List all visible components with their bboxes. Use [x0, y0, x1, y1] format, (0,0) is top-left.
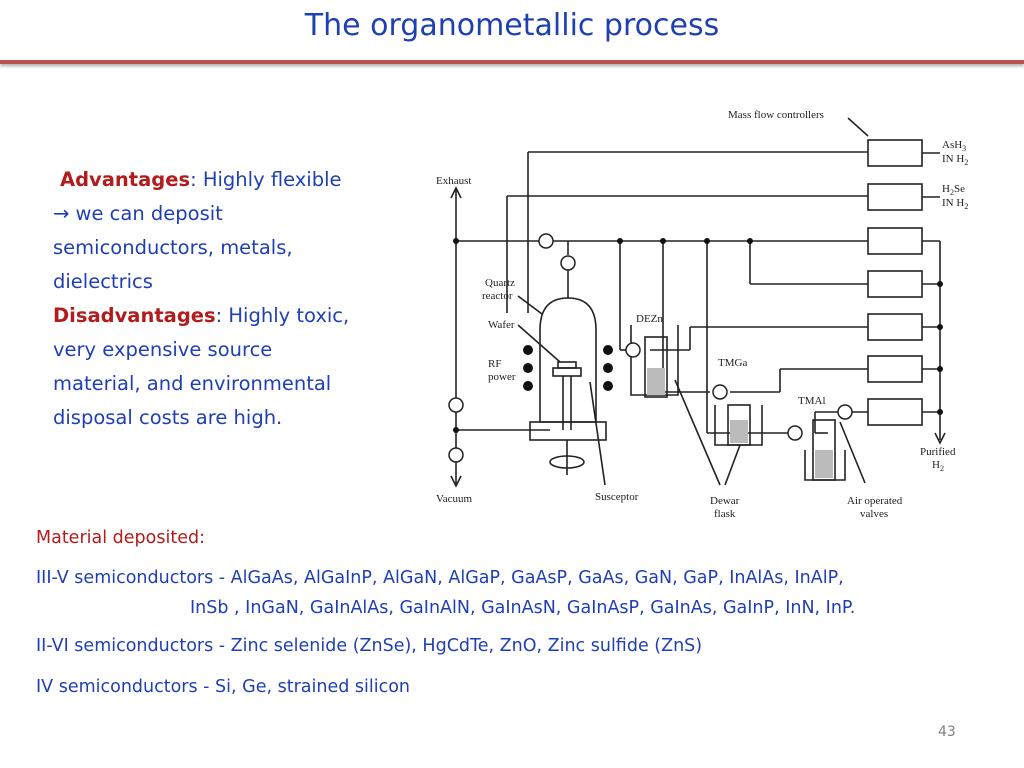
advantages-line-3: semiconductors, metals,	[53, 236, 293, 259]
reactor-base	[529, 421, 607, 441]
mocvd-diagram: Mass flow controllers AsH3 IN H2 H2Se IN…	[436, 109, 968, 520]
wafer-holder	[552, 367, 582, 377]
valve-8	[448, 447, 464, 463]
label-rf-2: power	[488, 371, 516, 383]
label-dewar-1: Dewar	[710, 495, 740, 507]
label-air-1: Air operated	[847, 495, 903, 507]
label-h2se: H2Se	[942, 183, 965, 197]
disadvantages-label: Disadvantages	[53, 304, 216, 327]
mfc-4	[867, 270, 923, 298]
label-rf-1: RF	[488, 358, 501, 370]
valve-3	[625, 342, 641, 358]
valve-4	[712, 384, 728, 400]
advantages-label: Advantages	[60, 168, 191, 191]
label-wafer: Wafer	[488, 319, 515, 331]
label-dezn: DEZn	[636, 313, 663, 325]
label-ash3-in: IN H2	[942, 153, 968, 167]
advantages-line-1: Advantages: Highly flexible	[53, 163, 398, 197]
bubbler-tmal	[812, 419, 836, 481]
slide-title: The organometallic process	[304, 8, 720, 43]
disadvantages-text-1: : Highly toxic,	[215, 304, 350, 327]
disadvantages-line-4: disposal costs are high.	[53, 406, 283, 429]
label-exhaust: Exhaust	[436, 175, 471, 187]
mfc-5	[867, 313, 923, 341]
label-purified-2: H2	[932, 459, 944, 473]
iii-v-line-2: InSb , InGaN, GaInAlAs, GaInAlN, GaInAsN…	[190, 598, 856, 618]
disadvantages-line-3: material, and environmental	[53, 372, 332, 395]
mfc-1	[867, 139, 923, 167]
pros-cons-text: Advantages: Highly flexible → we can dep…	[53, 163, 398, 435]
label-tmal: TMAl	[798, 395, 826, 407]
mfc-2	[867, 183, 923, 211]
label-dewar-2: flask	[714, 508, 736, 520]
disadvantages-line-1: Disadvantages: Highly toxic,	[53, 299, 398, 333]
exhaust-arrow	[450, 186, 462, 199]
advantages-text-1: : Highly flexible	[190, 168, 342, 191]
bubbler-tmga	[727, 404, 751, 446]
vacuum-arrow	[450, 475, 462, 488]
bubbler-dezn	[644, 336, 668, 398]
valve-2	[560, 255, 576, 271]
materials-heading: Material deposited:	[36, 528, 205, 548]
wafer	[557, 361, 577, 369]
label-quartz-2: reactor	[482, 290, 513, 302]
iv-line: IV semiconductors - Si, Ge, strained sil…	[36, 677, 411, 697]
label-mass-flow: Mass flow controllers	[728, 109, 824, 121]
label-susceptor: Susceptor	[595, 491, 639, 503]
label-vacuum: Vacuum	[436, 493, 472, 505]
iii-v-line-1: III-V semiconductors - AlGaAs, AlGaInP, …	[36, 568, 844, 588]
disadvantages-line-2: very expensive source	[53, 338, 273, 361]
mfc-7	[867, 398, 923, 426]
label-purified-1: Purified	[920, 446, 956, 458]
valve-6	[837, 404, 853, 420]
label-quartz-1: Quartz	[485, 277, 515, 289]
page-number: 43	[938, 724, 956, 740]
advantages-line-4: dielectrics	[53, 270, 153, 293]
title-divider	[0, 60, 1024, 64]
label-tmga: TMGa	[718, 357, 747, 369]
ii-vi-line: II-VI semiconductors - Zinc selenide (Zn…	[36, 636, 703, 656]
quartz-reactor	[539, 297, 597, 423]
valve-7	[448, 397, 464, 413]
mfc-3	[867, 227, 923, 255]
label-air-2: valves	[860, 508, 888, 520]
label-h2se-in: IN H2	[942, 197, 968, 211]
valve-5	[787, 425, 803, 441]
label-ash3: AsH3	[942, 139, 966, 153]
valve-1	[538, 233, 554, 249]
advantages-line-2: → we can deposit	[53, 202, 223, 225]
mfc-6	[867, 355, 923, 383]
